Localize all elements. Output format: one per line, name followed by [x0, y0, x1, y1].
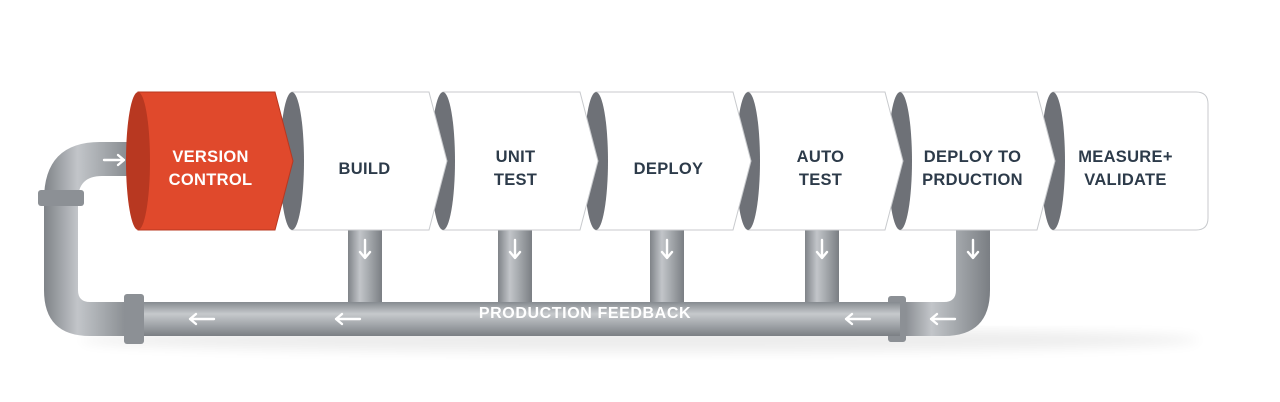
stage-label-measure-validate: MEASURE+ VALIDATE [1078, 148, 1173, 189]
arrow-down-icon [660, 238, 674, 260]
arrow-left-icon [844, 312, 872, 326]
arrow-left-icon [929, 312, 957, 326]
drop-pipe-auto-test [805, 226, 839, 304]
pipe-coupling-left [124, 294, 144, 344]
stage-label-deploy-to-production: DEPLOY TO PRDUCTION [922, 148, 1023, 189]
arrow-right-icon [102, 153, 126, 167]
left-return-pipe [38, 142, 144, 344]
drop-pipes [348, 226, 839, 304]
arrow-down-icon [508, 238, 522, 260]
arrow-left-icon [334, 312, 362, 326]
flow-arrows [102, 153, 980, 326]
drop-pipe-build [348, 226, 382, 304]
production-feedback-label: PRODUCTION FEEDBACK [478, 305, 692, 322]
right-return-pipe [888, 226, 990, 342]
stage-cap [126, 92, 150, 230]
stage-label-auto-test: AUTO TEST [796, 148, 845, 189]
stage-chevrons [126, 91, 1209, 231]
stage-label-version-control: VERSION CONTROL [168, 148, 253, 189]
arrow-down-icon [358, 238, 372, 260]
stage-label-unit-test: UNIT TEST [493, 148, 538, 189]
stage-label-deploy: DEPLOY [633, 159, 704, 178]
arrow-left-icon [188, 312, 216, 326]
pipe-coupling-vertical [38, 190, 84, 206]
feedback-pipe [130, 302, 900, 336]
drop-pipe-deploy [650, 226, 684, 304]
arrow-down-icon [815, 238, 829, 260]
arrow-down-icon [966, 238, 980, 260]
drop-pipe-unit-test [498, 226, 532, 304]
stage-body [1052, 91, 1209, 231]
stage-version-control [126, 91, 294, 231]
stage-label-build: BUILD [338, 159, 391, 178]
